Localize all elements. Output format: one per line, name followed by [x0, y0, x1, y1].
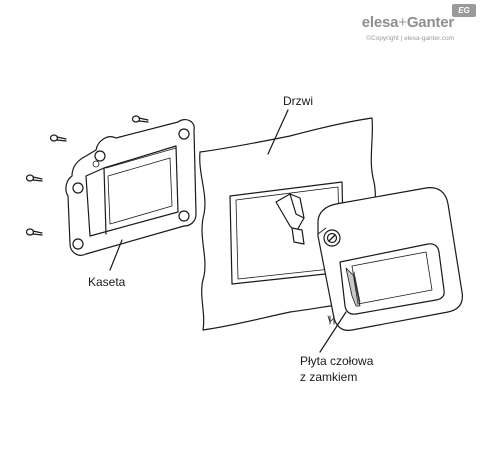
label-door: Drzwi: [283, 94, 313, 108]
leader-front-plate: [319, 311, 347, 353]
screw-bottom-left: [25, 228, 43, 236]
cassette-lug-bottom-left: [72, 238, 84, 250]
copyright-note: ©Copyright | elesa-ganter.com: [366, 35, 454, 42]
label-front-plate-line1: Płyta czołowa: [300, 354, 374, 368]
cassette-lug-mid-left: [72, 182, 84, 194]
brand-logo: elesa+Ganter: [361, 14, 454, 31]
cassette-lug-top-right: [178, 128, 190, 140]
cassette-lug-top-left: [94, 150, 106, 162]
cassette-lug-bottom-right: [178, 210, 190, 222]
screw-top-right: [131, 115, 149, 123]
leader-door: [267, 109, 289, 155]
screw-top-left: [49, 134, 67, 142]
front-plate-with-lock: [275, 187, 463, 331]
brand-badge: EG: [452, 4, 476, 17]
screw-mid-left: [25, 174, 43, 182]
cassette-frame: [65, 118, 197, 256]
label-cassette: Kaseta: [88, 275, 126, 289]
leader-cassette: [109, 239, 123, 271]
handle-recess: [339, 243, 445, 315]
label-front-plate-line2: z zamkiem: [300, 370, 358, 384]
